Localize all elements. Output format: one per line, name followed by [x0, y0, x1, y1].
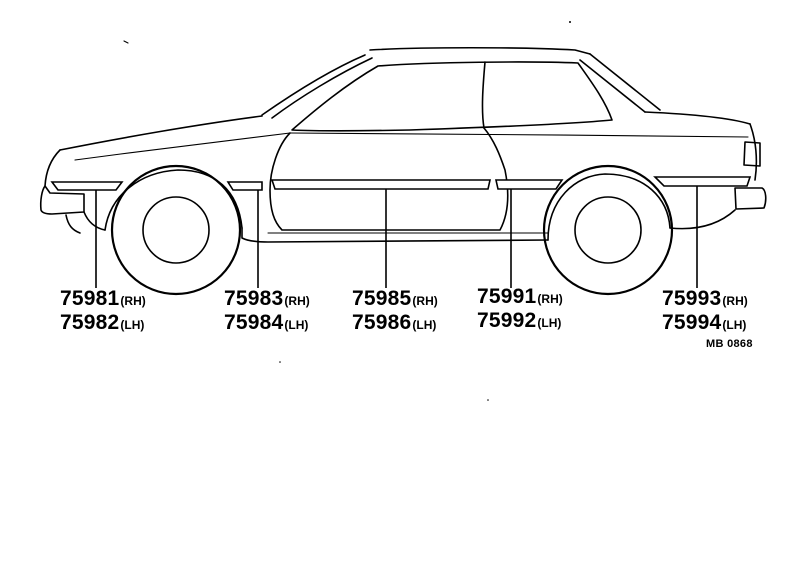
- part-number-rh: 75985: [352, 287, 412, 310]
- side-lh-label: (LH): [284, 318, 309, 332]
- part-number-lh: 75982: [60, 311, 120, 334]
- side-rh-label: (RH): [722, 294, 748, 308]
- figure-code: MB 0868: [706, 338, 753, 350]
- side-lh-label: (LH): [120, 318, 145, 332]
- side-rh-label: (RH): [284, 294, 310, 308]
- molding-quarter-front: [495, 179, 564, 190]
- callout-door: 75985(RH) 75986(LH): [352, 288, 438, 336]
- leader-lines: [95, 186, 698, 288]
- part-number-rh: 75991: [477, 285, 537, 308]
- front-wheel: [110, 164, 242, 296]
- side-rh-label: (RH): [120, 294, 146, 308]
- side-moldings: [50, 176, 752, 191]
- side-lh-label: (LH): [722, 318, 747, 332]
- callout-front-fender: 75981(RH) 75982(LH): [60, 288, 146, 336]
- molding-door: [270, 179, 491, 190]
- car-body: [39, 46, 767, 243]
- part-number-lh: 75986: [352, 311, 412, 334]
- part-number-rh: 75993: [662, 287, 722, 310]
- callout-rear-quarter: 75993(RH) 75994(LH): [662, 288, 748, 336]
- molding-front-fender: [50, 181, 124, 191]
- side-rh-label: (RH): [537, 292, 563, 306]
- callout-quarter-front: 75991(RH) 75992(LH): [477, 286, 563, 334]
- scan-specks: [123, 21, 571, 401]
- part-number-lh: 75992: [477, 309, 537, 332]
- callout-front-wheel-rear: 75983(RH) 75984(LH): [224, 288, 310, 336]
- side-lh-label: (LH): [412, 318, 437, 332]
- part-number-rh: 75983: [224, 287, 284, 310]
- rear-wheel: [542, 164, 674, 296]
- side-lh-label: (LH): [537, 316, 562, 330]
- side-rh-label: (RH): [412, 294, 438, 308]
- part-number-rh: 75981: [60, 287, 120, 310]
- part-number-lh: 75984: [224, 311, 284, 334]
- molding-front-wheel-rear: [226, 181, 263, 191]
- part-number-lh: 75994: [662, 311, 722, 334]
- molding-rear-quarter: [653, 176, 752, 187]
